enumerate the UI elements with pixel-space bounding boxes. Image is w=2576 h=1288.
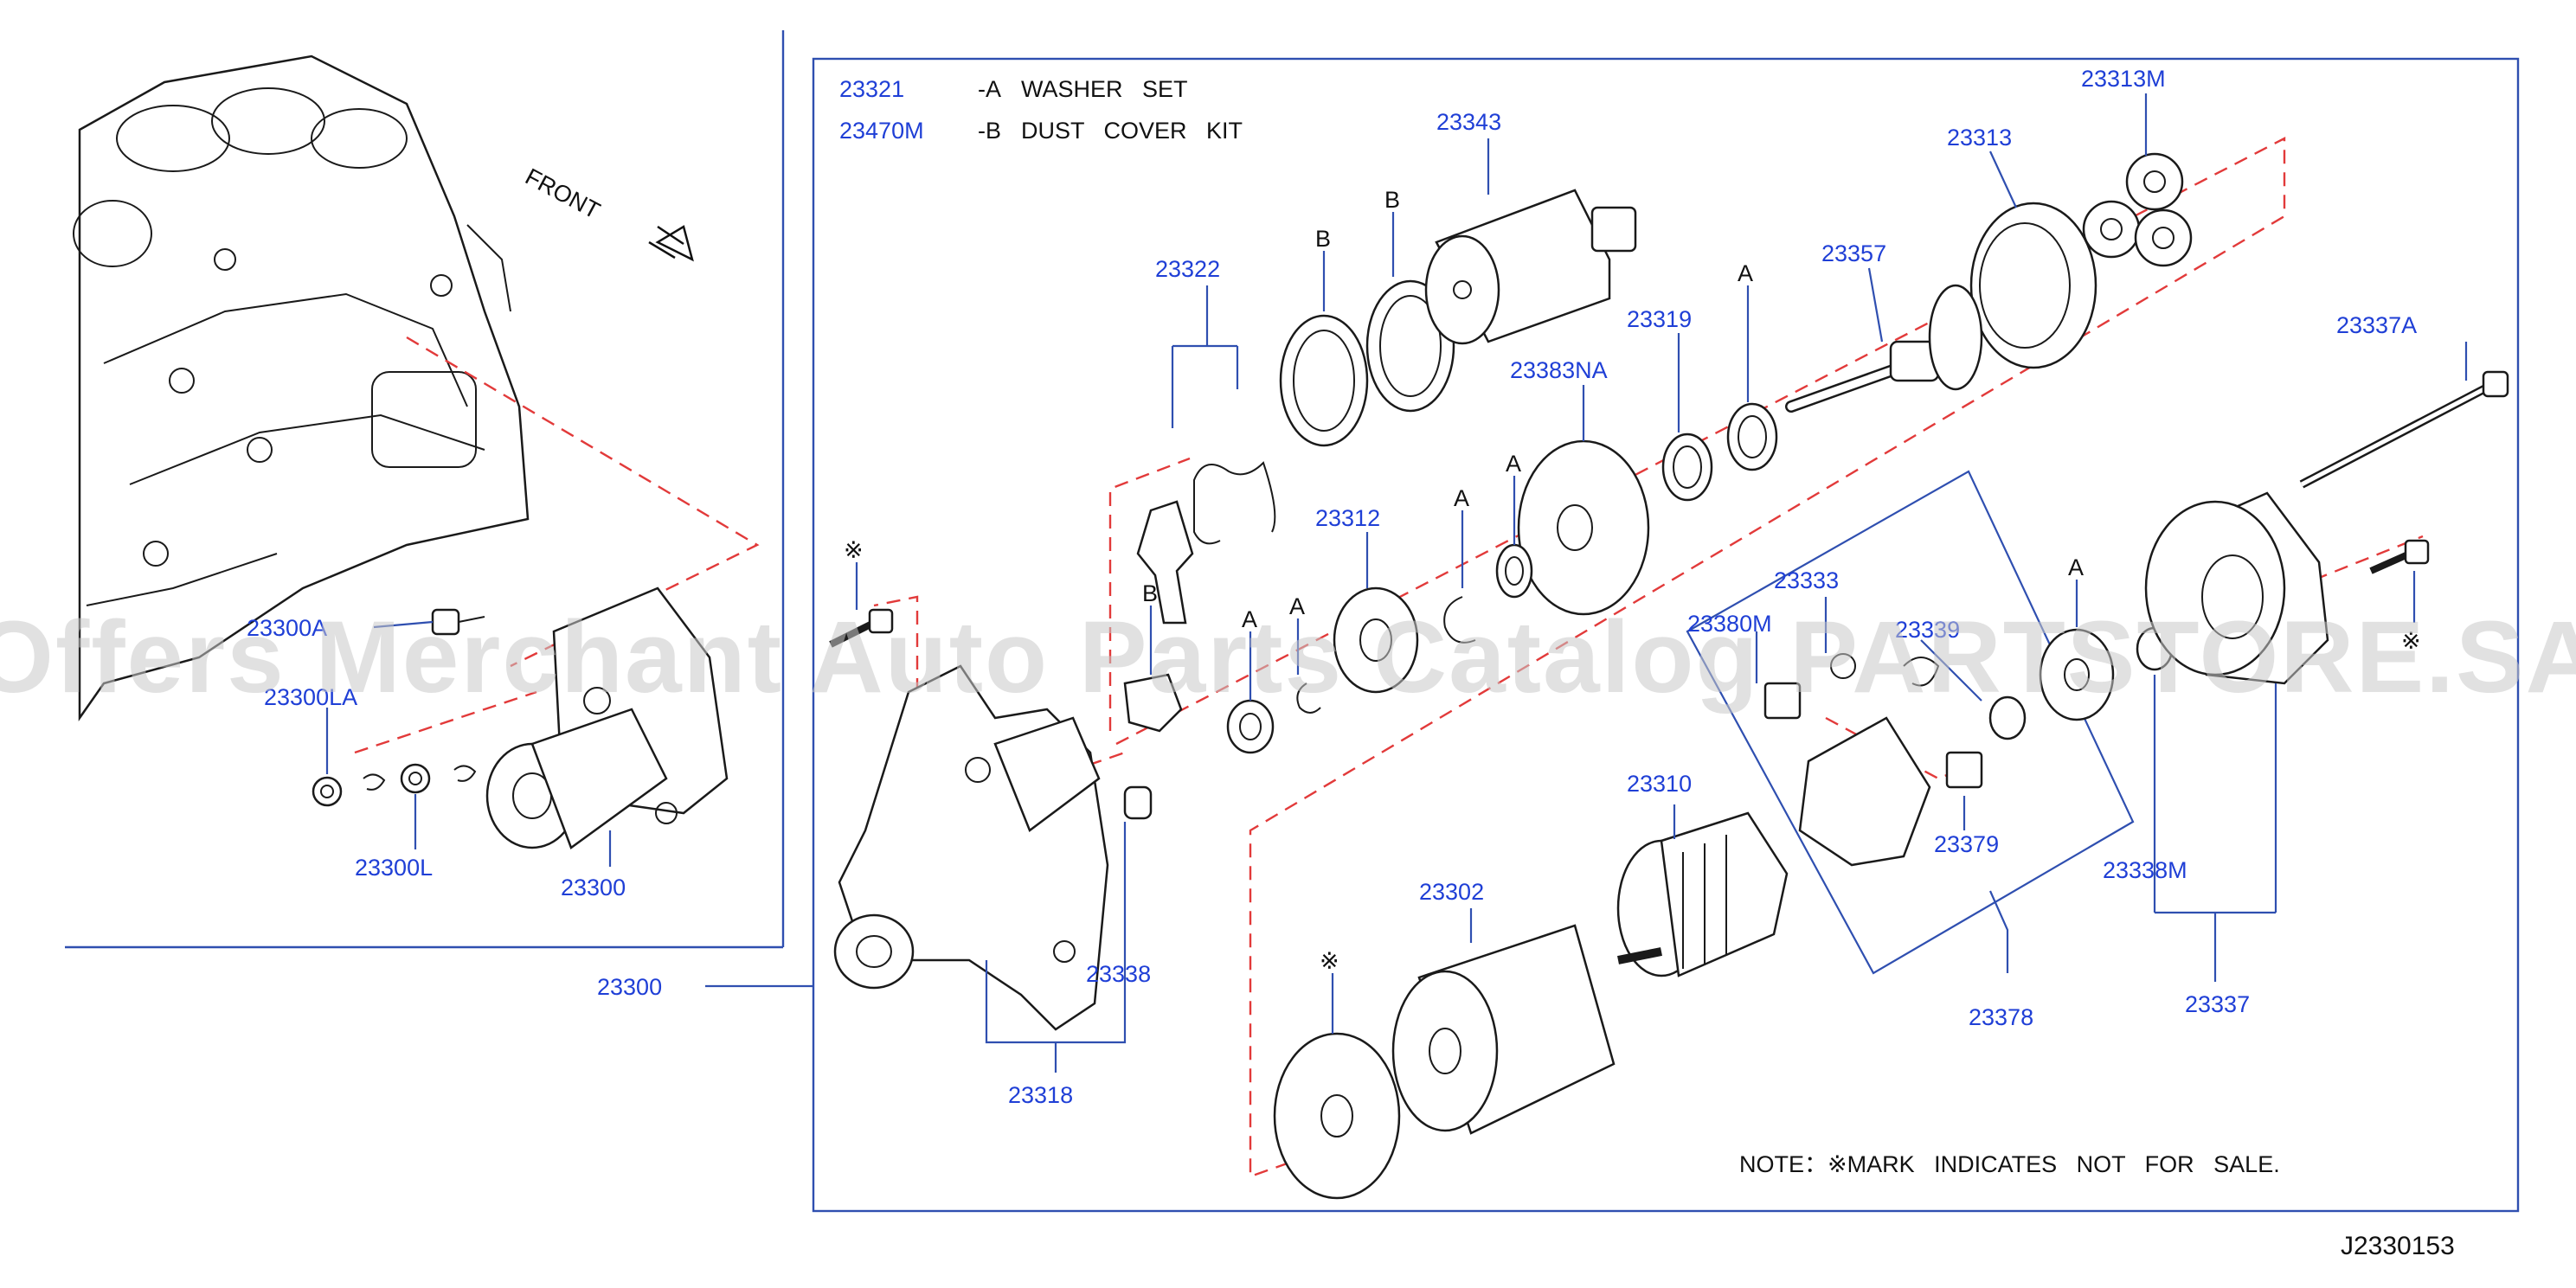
part-number-labels: 23343 23313M 23313 23322 23357 23319 233…	[1008, 66, 2417, 1108]
legend-code-dust-cover-kit[interactable]: 23470M	[839, 118, 924, 144]
marker-b-lower: B	[1142, 580, 1158, 606]
marker-a-washer-mid: A	[1506, 451, 1521, 477]
nut-23300LA-icon	[312, 776, 343, 807]
brush-holder-assembly	[1763, 653, 2027, 867]
part-number-23312[interactable]: 23312	[1315, 505, 1380, 531]
part-number-23319[interactable]: 23319	[1627, 306, 1692, 332]
part-number-23313[interactable]: 23313	[1947, 125, 2012, 151]
yoke-23302	[1391, 924, 1616, 1135]
ring-gear-23313	[1969, 202, 2097, 369]
part-number-23318[interactable]: 23318	[1008, 1082, 1073, 1108]
washer-a-right	[2039, 628, 2115, 721]
front-label: FRONT	[521, 163, 604, 224]
legend-desc-washer-set: WASHER SET	[1021, 76, 1188, 102]
part-number-23338[interactable]: 23338	[1086, 961, 1151, 987]
brush-23380M	[1763, 682, 1802, 720]
part-number-23379[interactable]: 23379	[1934, 831, 1999, 857]
part-number-23337A[interactable]: 23337A	[2336, 312, 2417, 338]
seal-not-for-sale	[1273, 1032, 1401, 1200]
part-number-23380M[interactable]: 23380M	[1687, 611, 1772, 637]
marker-b-ring1: B	[1315, 226, 1331, 252]
part-number-23313M[interactable]: 23313M	[2081, 66, 2166, 92]
shift-lever-23322	[1136, 500, 1194, 625]
bushing-23338	[1123, 785, 1153, 820]
part-number-23310[interactable]: 23310	[1627, 771, 1692, 797]
left-bolt-guide	[354, 690, 537, 754]
marker-asterisk-right-screw: ※	[2401, 628, 2421, 654]
marker-a-clip: A	[1289, 593, 1305, 619]
bearing-23333	[1830, 653, 1856, 679]
legend-letter-b: -B	[978, 118, 1001, 144]
part-number-23378[interactable]: 23378	[1969, 1004, 2033, 1030]
snap-ring-a	[1443, 596, 1476, 644]
washer-a-mid	[1495, 543, 1533, 599]
engine-block-illustration	[73, 54, 530, 721]
bushing-23339	[1988, 695, 2027, 740]
solenoid-23343	[1424, 189, 1637, 345]
part-number-23300LA[interactable]: 23300LA	[264, 684, 357, 710]
part-number-23302[interactable]: 23302	[1419, 879, 1484, 905]
marker-a-bearing: A	[1242, 606, 1257, 632]
main-detail-frame	[812, 57, 2520, 1213]
rear-cover-23337	[2144, 491, 2329, 685]
shaft-23357	[1785, 284, 1983, 413]
planet-gears-23313M	[2082, 152, 2193, 267]
part-number-23300-left[interactable]: 23300	[561, 875, 626, 900]
washer-icon	[363, 773, 386, 791]
spring-clip-23322	[1193, 461, 1276, 545]
front-indicator: FRONT	[521, 163, 694, 262]
housing-23318	[833, 664, 1109, 1031]
part-number-23322[interactable]: 23322	[1155, 256, 1220, 282]
marker-a-right: A	[2068, 554, 2084, 580]
legend: 23321 -A WASHER SET 23470M -B DUST COVER…	[839, 76, 1243, 144]
through-bolt-23337A	[2299, 370, 2509, 489]
dust-cover-b-lower	[1123, 673, 1183, 733]
marker-b-ring2: B	[1384, 187, 1400, 213]
diagram-id: J2330153	[2341, 1232, 2455, 1260]
washer-a-upper	[1726, 402, 1778, 471]
part-number-23300A[interactable]: 23300A	[247, 615, 327, 641]
part-number-23333[interactable]: 23333	[1774, 567, 1839, 593]
screw-not-for-sale-right	[2369, 539, 2430, 574]
screw-not-for-sale-left	[829, 608, 894, 648]
frames	[65, 30, 2520, 1213]
marker-asterisk-seal: ※	[1320, 948, 1339, 974]
brush-holder-frame-23378	[1686, 470, 2135, 975]
washer-23319	[1661, 433, 1713, 502]
note-not-for-sale: NOTE：※MARK INDICATES NOT FOR SALE.	[1739, 1151, 2280, 1177]
part-number-23343[interactable]: 23343	[1436, 109, 1501, 135]
leader-lines	[855, 93, 2468, 1073]
part-number-23300-main[interactable]: 23300	[597, 974, 662, 1000]
leader-23300A	[373, 620, 434, 629]
part-number-23357[interactable]: 23357	[1821, 240, 1886, 266]
brush-23379	[1945, 751, 1983, 789]
marker-a-snap-ring: A	[1454, 485, 1469, 511]
legend-code-washer-set[interactable]: 23321	[839, 76, 904, 102]
bracket-23383NA	[1517, 439, 1650, 616]
part-number-23338M[interactable]: 23338M	[2103, 857, 2187, 883]
kit-markers: B B B A A A A A A ※ ※ ※	[844, 187, 2421, 974]
legend-letter-a: -A	[978, 76, 1001, 102]
marker-a-washer-upper: A	[1738, 260, 1753, 286]
part-number-23383NA[interactable]: 23383NA	[1510, 357, 1608, 383]
pinion-23312	[1333, 586, 1419, 694]
part-number-23337[interactable]: 23337	[2185, 991, 2250, 1017]
dust-ring-b1	[1279, 314, 1369, 447]
legend-desc-dust-cover-kit: DUST COVER KIT	[1021, 118, 1243, 144]
nut-23300L-icon	[400, 763, 431, 794]
clip-a-lower	[1296, 682, 1321, 714]
part-number-23339[interactable]: 23339	[1895, 617, 1960, 643]
watermark-text: Offers Merchant Auto Parts Catalog PARTS…	[0, 600, 2576, 714]
left-starter-motor	[485, 586, 729, 849]
armature-23310	[1616, 811, 1789, 977]
marker-asterisk-left-screw: ※	[844, 537, 864, 563]
front-arrow-icon	[655, 225, 694, 262]
part-number-23300L[interactable]: 23300L	[355, 855, 433, 881]
